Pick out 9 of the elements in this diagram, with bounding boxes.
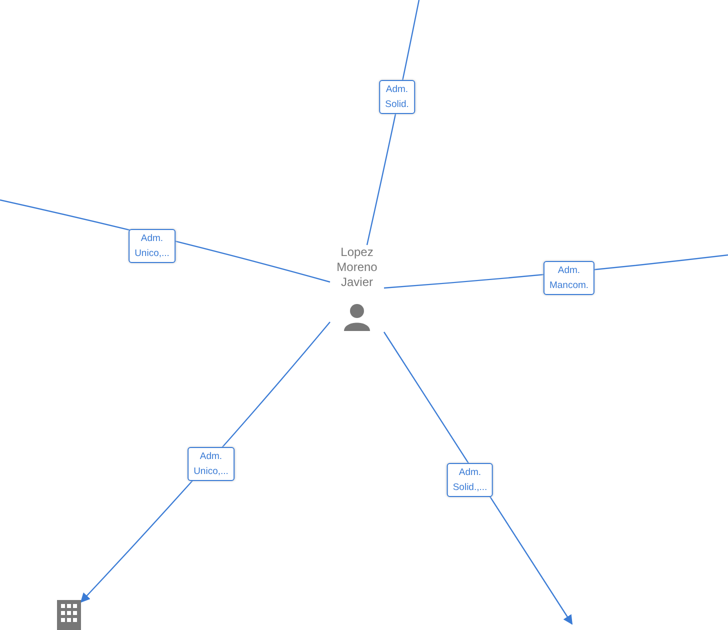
arrow	[80, 322, 330, 603]
edge-label: Adm. Unico,...	[128, 229, 176, 263]
edge-label: Adm. Solid.	[379, 80, 415, 114]
arrow	[384, 332, 573, 625]
edge-label: Adm. Mancom.	[543, 261, 595, 295]
edge-label: Adm. Solid.,...	[446, 463, 494, 497]
edge-label: Adm. Unico,...	[188, 447, 234, 481]
building-icon	[57, 600, 81, 630]
person-name: Lopez Moreno Javier	[336, 245, 378, 290]
